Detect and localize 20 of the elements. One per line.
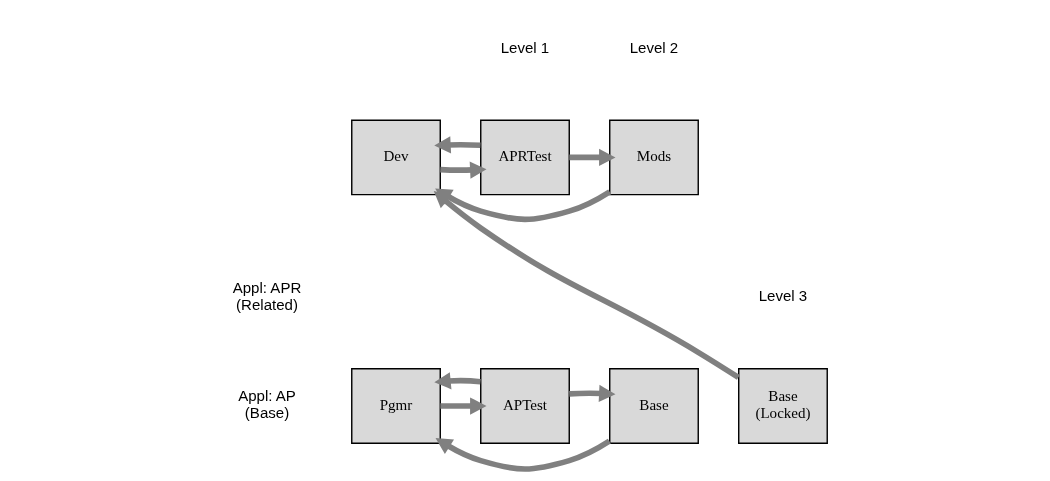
node-box: Dev (351, 119, 441, 196)
arrow (569, 148, 616, 167)
node-box: Pgmr (351, 368, 441, 444)
arrow (569, 384, 616, 402)
arrow (433, 191, 740, 380)
node-box: Mods (609, 119, 699, 196)
node-box: Base (609, 368, 699, 444)
node-box: APRTest (480, 119, 570, 196)
label: Level 1 (500, 38, 550, 56)
label: Appl: APR (Related) (232, 278, 302, 313)
label: Level 3 (758, 287, 808, 305)
arrow (435, 438, 611, 472)
arrow (434, 372, 481, 390)
node-box: Base (Locked) (738, 368, 828, 444)
node-box: APTest (480, 368, 570, 444)
arrow (440, 161, 487, 179)
label: Level 2 (629, 38, 679, 56)
arrow (440, 397, 487, 415)
arrow (434, 136, 481, 154)
label: Appl: AP (Base) (238, 387, 296, 422)
